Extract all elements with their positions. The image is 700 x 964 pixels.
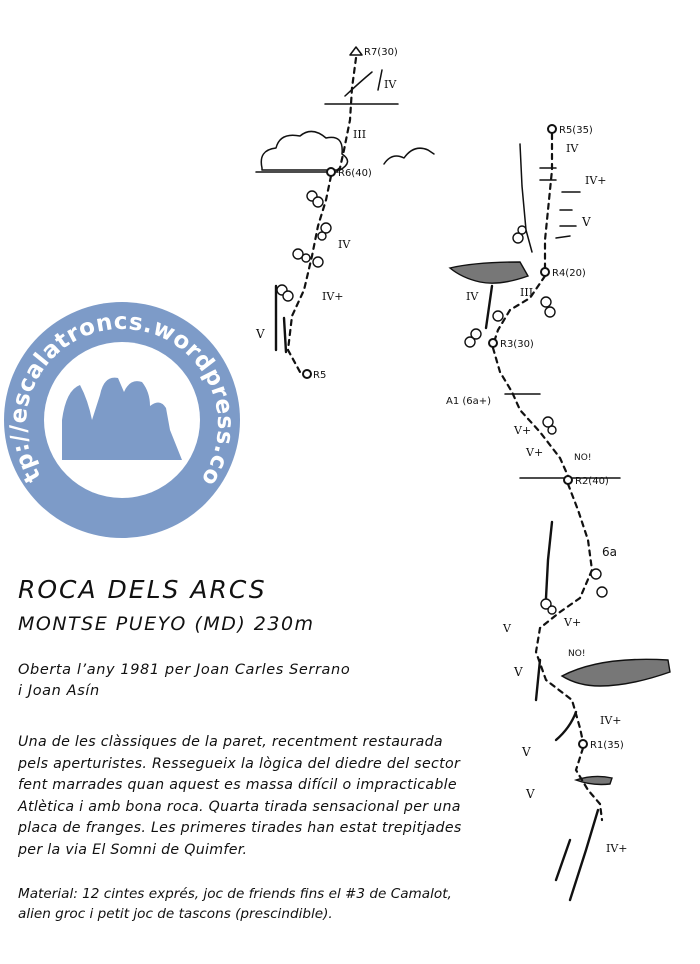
grade-ivp-r1: IV+ xyxy=(600,714,622,727)
belay-label-r3: R3(30) xyxy=(500,339,534,350)
belay-label-r5-right: R5(35) xyxy=(559,125,593,136)
belay-label-r1: R1(35) xyxy=(590,740,624,751)
tree-icon xyxy=(542,416,557,435)
description-line: fent marrades quan aquest es massa difíc… xyxy=(18,777,457,793)
ledge-small xyxy=(573,775,613,786)
route-line-r4-r3 xyxy=(492,274,547,344)
description-line: Atlètica i amb bona roca. Quarta tirada … xyxy=(18,798,461,815)
grade-iv-left: IV xyxy=(338,238,351,251)
tree-icon xyxy=(276,190,332,302)
tree-icon xyxy=(464,296,556,348)
warning-no-1: NO! xyxy=(574,453,591,463)
route-title: ROCA DELS ARCS xyxy=(18,575,267,604)
belay-r2 xyxy=(563,475,573,485)
belay-r5-left xyxy=(302,369,312,379)
opened-line: Oberta l’any 1981 per Joan Carles Serran… xyxy=(18,662,351,678)
belay-label-r4: R4(20) xyxy=(552,268,586,279)
overhang-roof xyxy=(560,658,671,687)
tree-icon xyxy=(540,568,608,615)
dihedral-6a xyxy=(544,520,554,600)
belay-r6 xyxy=(326,167,336,177)
route-line-r3-r2 xyxy=(491,346,570,478)
belay-r1 xyxy=(578,739,588,749)
route-line-r2-r1 xyxy=(534,482,594,744)
grade-iii-top: III xyxy=(353,128,366,141)
slab-stripes xyxy=(539,167,581,239)
belay-r4 xyxy=(540,267,550,277)
base-dihedral xyxy=(554,808,600,902)
grade-iv-r5: IV xyxy=(566,142,579,155)
grade-ivp-left: IV+ xyxy=(322,290,344,303)
belay-label-r5-left: R5 xyxy=(313,370,326,381)
overhang-r4 xyxy=(448,261,530,284)
belay-r5-right xyxy=(547,124,557,134)
dihedral-r5 xyxy=(519,143,533,253)
grade-vp-2: V+ xyxy=(525,446,543,459)
opened-line: i Joan Asín xyxy=(18,683,100,699)
belay-label-r7: R7(30) xyxy=(364,47,398,58)
warning-no-2: NO! xyxy=(568,649,585,659)
grade-ivp-r5: IV+ xyxy=(585,174,607,187)
grade-vp-3: V+ xyxy=(563,616,581,629)
material-line: Material: 12 cintes exprés, joc de frien… xyxy=(18,886,452,902)
cloud-drawing xyxy=(260,130,349,171)
grade-iv-r4: IV xyxy=(466,290,479,303)
belay-label-r6: R6(40) xyxy=(338,168,372,179)
grade-iv-top: IV xyxy=(384,78,397,91)
dihedral-left xyxy=(274,284,288,354)
material-line: alien groc i petit joc de tascons (presc… xyxy=(18,906,333,922)
grade-v-2: V xyxy=(513,665,523,679)
description-line: placa de franges. Les primeres tirades h… xyxy=(18,820,462,836)
route-line-left-middle xyxy=(286,174,333,374)
grade-v-left: V xyxy=(255,327,265,341)
top-ledge xyxy=(324,69,399,105)
opened-info: Oberta l’any 1981 per Joan Carles Serran… xyxy=(18,660,448,702)
grade-vp-1: V+ xyxy=(513,424,531,437)
route-subtitle: MONTSE PUEYO (MD) 230m xyxy=(18,613,315,635)
route-line-upper-left xyxy=(331,56,358,176)
tree-icon xyxy=(512,225,527,244)
grade-v-4: V xyxy=(525,787,535,801)
grade-ivp-bottom: IV+ xyxy=(606,842,628,855)
route-line-start xyxy=(574,746,604,822)
description-line: pels aperturistes. Ressegueix la lògica … xyxy=(18,755,461,772)
grade-v-r5: V xyxy=(581,215,591,229)
grade-v-1: V xyxy=(502,622,512,635)
dihedral-r4 xyxy=(484,284,494,330)
escalatroncs-logo: http://escalatroncs.wordpress.com xyxy=(0,0,240,538)
grade-6a: 6a xyxy=(602,545,617,559)
belay-label-r2: R2(40) xyxy=(575,476,609,487)
route-description: Una de les clàssiques de la paret, recen… xyxy=(18,732,468,861)
belay-r3 xyxy=(488,338,498,348)
grade-iii-r4: III xyxy=(520,286,533,299)
description-line: Una de les clàssiques de la paret, recen… xyxy=(18,734,443,750)
grade-a1: A1 (6a+) xyxy=(446,396,491,407)
material-info: Material: 12 cintes exprés, joc de frien… xyxy=(18,884,468,924)
small-cloud-drawing xyxy=(383,147,435,165)
summit-marker xyxy=(349,46,363,56)
route-line-r5-r4 xyxy=(543,132,554,270)
description-line: per la via El Somni de Quimfer. xyxy=(18,841,248,858)
grade-v-3: V xyxy=(521,745,531,759)
dihedral-lower xyxy=(534,658,578,742)
